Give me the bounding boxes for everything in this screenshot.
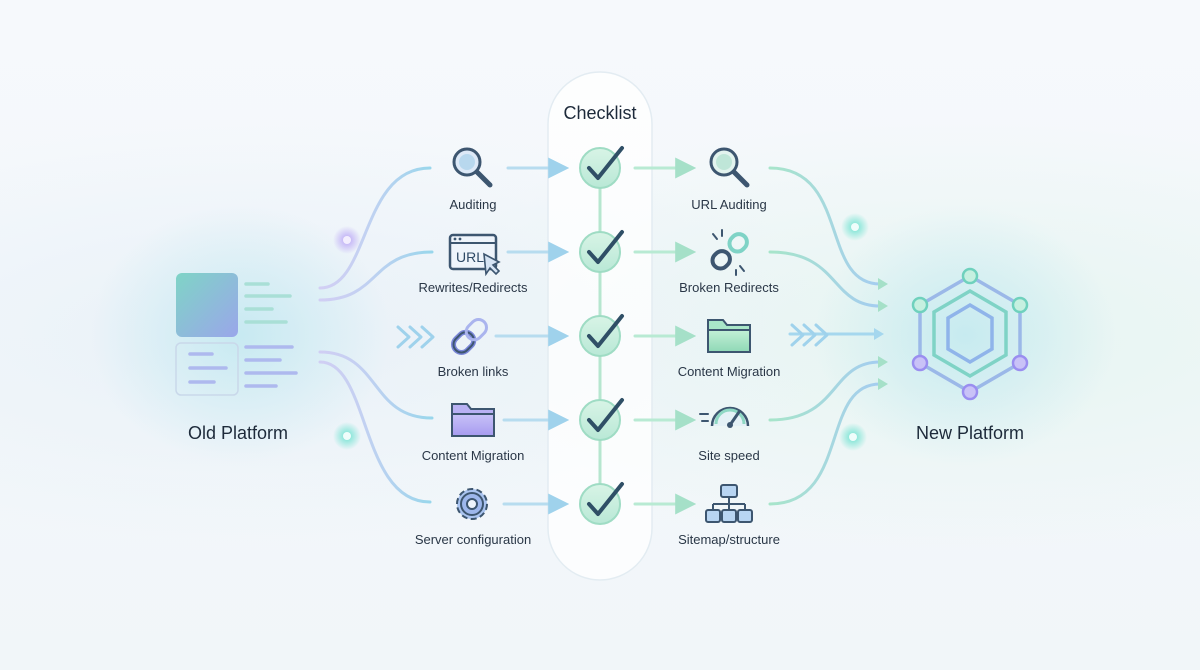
new-platform-icon [911, 267, 1029, 401]
left-step-label: Server configuration [414, 532, 532, 547]
old-platform-icon [175, 273, 298, 396]
right-step-label: Content Migration [677, 364, 781, 379]
right-step-label: Site speed [698, 448, 760, 463]
speedometer-icon [699, 406, 750, 428]
broken-link-icon [710, 229, 749, 276]
glow-dot-core [343, 236, 351, 244]
checklist-checks [579, 146, 624, 525]
left-step-label: Rewrites/Redirects [418, 280, 528, 295]
glow-dot-core [849, 433, 857, 441]
folder-icon [707, 319, 751, 353]
check-icon [579, 482, 624, 525]
right-step-arrows [633, 157, 697, 515]
check-icon [579, 146, 624, 189]
url-icon-text: URL [456, 249, 484, 265]
right-flows [768, 166, 882, 506]
magnifier-icon [452, 147, 493, 188]
gear-icon [456, 488, 488, 520]
left-step-label: Auditing [449, 197, 497, 212]
check-icon [579, 398, 624, 441]
magnifier-icon [709, 147, 750, 188]
left-flows [318, 166, 434, 504]
sitemap-icon [705, 484, 753, 523]
old-platform-label: Old Platform [187, 423, 289, 443]
old-platform-glow [90, 205, 390, 465]
left-step-arrows [494, 157, 570, 515]
new-platform-glow [815, 205, 1115, 465]
glow-dot-core [343, 432, 351, 440]
right-step-label: Sitemap/structure [678, 532, 780, 547]
left-step-label: Broken links [437, 364, 509, 379]
chevron-arrows-left [396, 325, 435, 349]
folder-icon [451, 403, 495, 437]
chain-link-icon [451, 318, 488, 355]
url-window-icon: URL [448, 233, 501, 277]
right-flow-arrowheads [878, 278, 888, 390]
right-step-label: URL Auditing [691, 197, 767, 212]
chevron-arrows-right [790, 323, 829, 347]
checklist-title: Checklist [563, 103, 637, 123]
check-icon [579, 230, 624, 273]
left-step-label: Content Migration [421, 448, 525, 463]
new-platform-label: New Platform [915, 423, 1025, 443]
check-icon [579, 314, 624, 357]
glow-dot-core [851, 223, 859, 231]
right-center-arrowhead [874, 328, 884, 340]
right-step-label: Broken Redirects [679, 280, 779, 295]
